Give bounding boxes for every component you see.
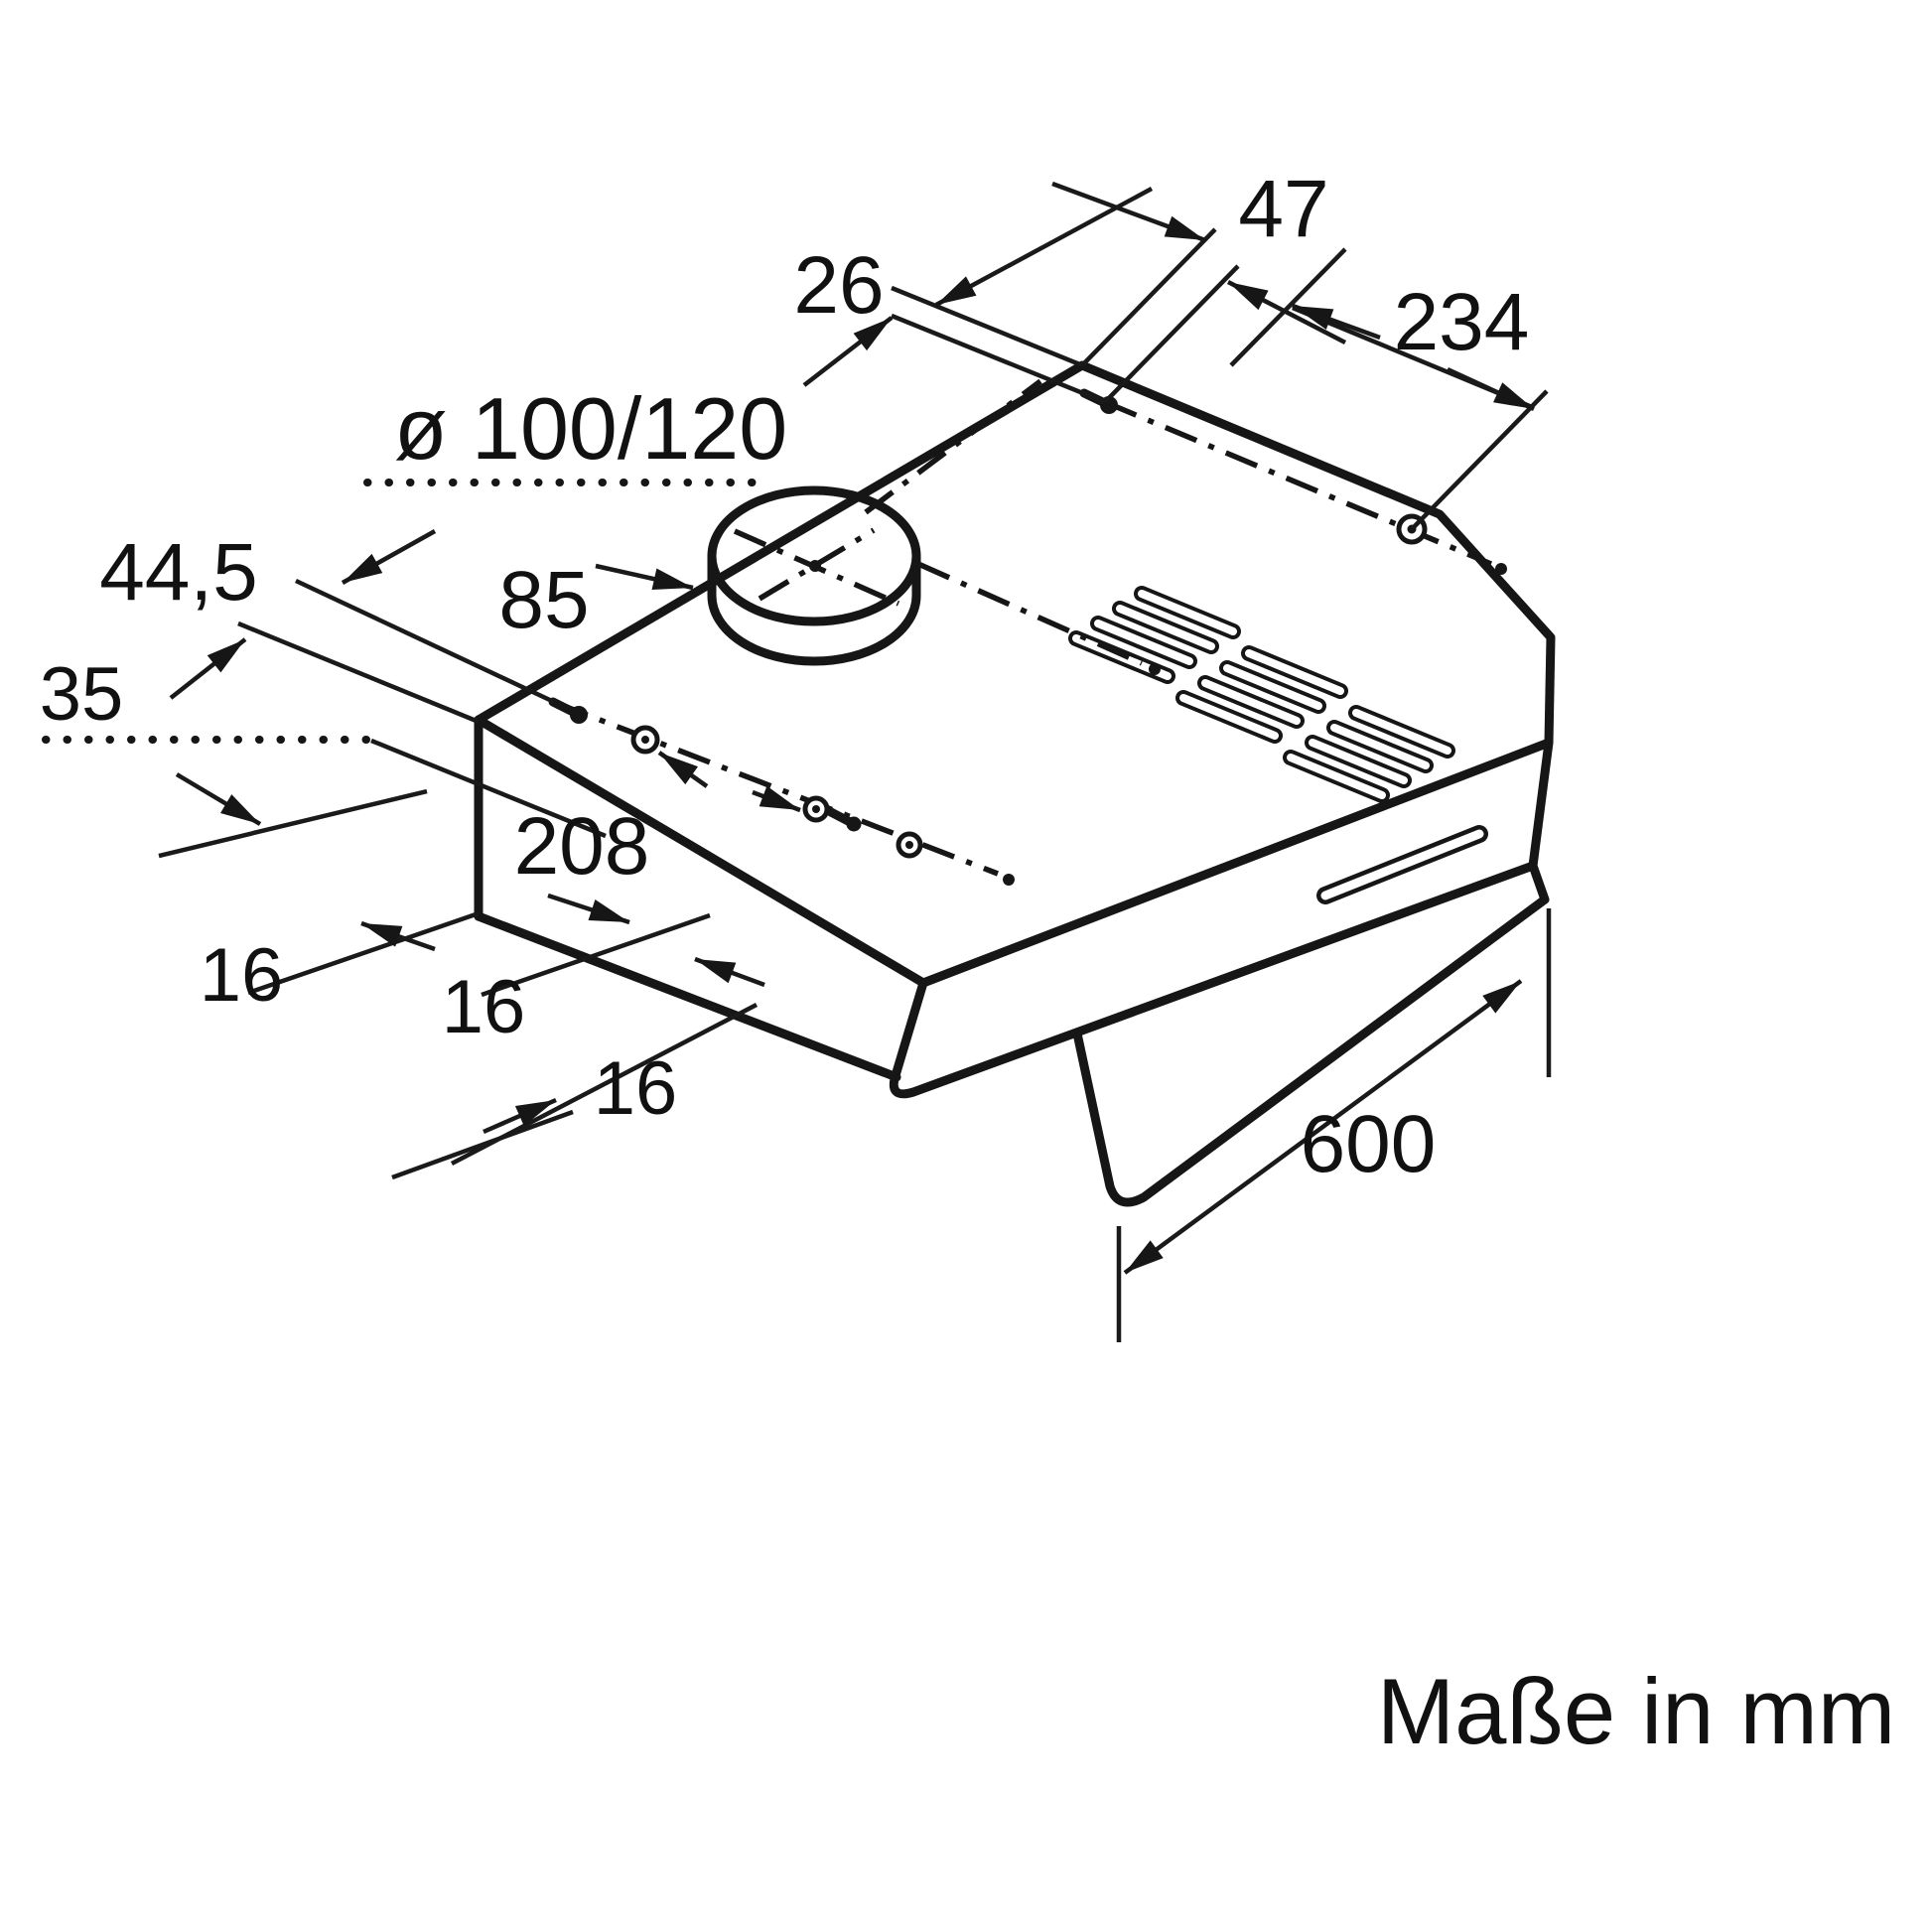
dotted-leaders <box>42 479 763 744</box>
dim-600-label: 600 <box>1301 1099 1437 1189</box>
arrowhead <box>1228 282 1269 311</box>
dim-35-label: 35 <box>40 652 124 737</box>
arrowhead <box>1125 1240 1164 1273</box>
arrowhead <box>853 318 892 351</box>
center-lines <box>555 378 1507 886</box>
vent-slat <box>1223 664 1322 710</box>
vent-slats <box>1068 586 1455 803</box>
vent-slat <box>1094 620 1193 665</box>
top-keyhole-centerline <box>1103 399 1493 567</box>
arrowhead <box>651 568 693 590</box>
dim-diameter-label: ø 100/120 <box>394 379 787 478</box>
dimension-arrows <box>169 181 1535 1275</box>
vent-slat <box>1179 694 1279 740</box>
dim-26-label: 26 <box>793 240 884 331</box>
duct-collar-side <box>707 551 921 666</box>
arrowhead <box>220 794 260 824</box>
hood-bottom-edge <box>889 861 1538 1099</box>
collar-axis-line <box>916 561 1144 666</box>
hood-front-crease-left <box>474 715 928 988</box>
dimension-labels: 26 47 234 ø 100/120 44,5 85 35 208 16 16… <box>40 164 1895 1763</box>
duct-collar-top <box>707 485 921 626</box>
vent-slat <box>1352 709 1451 755</box>
arrowhead <box>1482 981 1521 1014</box>
arrowhead <box>343 553 383 583</box>
arrowhead <box>695 959 737 984</box>
dim-16a-label: 16 <box>200 933 284 1018</box>
duct-collar <box>707 485 921 666</box>
arrowhead <box>361 923 403 947</box>
arrowhead <box>1164 215 1205 240</box>
back-keyhole-a <box>570 706 588 724</box>
vent-slat <box>1330 724 1430 769</box>
arrowhead <box>588 899 629 922</box>
back-keyhole-centerline <box>555 700 999 877</box>
mounting-keyholes-back <box>548 697 923 859</box>
units-note: Maße in mm <box>1377 1659 1895 1763</box>
light-strip <box>1316 825 1488 904</box>
arrowhead <box>659 753 698 785</box>
vent-slat <box>1116 605 1215 650</box>
hood-outline <box>474 360 1556 1207</box>
dim-85-label: 85 <box>498 555 589 645</box>
vent-slat <box>1287 754 1386 799</box>
arrowhead <box>1293 306 1334 331</box>
arrowhead <box>759 785 800 810</box>
vent-slat <box>1201 679 1301 725</box>
hood-front-crease-right <box>918 738 1554 988</box>
dim-16b-label: 16 <box>442 965 526 1049</box>
dim-16c-label: 16 <box>594 1046 678 1131</box>
arrowhead <box>207 639 245 673</box>
arrowhead <box>1493 382 1534 409</box>
vent-slat <box>1245 649 1344 695</box>
dim-47-label: 47 <box>1238 164 1328 254</box>
arrowhead <box>936 276 977 305</box>
dim-234-label: 234 <box>1394 277 1530 367</box>
hood-left-bottom-edge <box>474 911 901 1082</box>
vent-slat <box>1309 739 1408 784</box>
back-keyhole-d <box>846 816 862 832</box>
hood-base-plinth <box>1072 861 1550 1207</box>
vent-slat <box>1138 590 1237 635</box>
arrowhead <box>514 1100 556 1127</box>
dim-208-label: 208 <box>514 801 650 892</box>
collar-to-keyline <box>864 378 1042 515</box>
dim-44-5-label: 44,5 <box>99 527 258 618</box>
